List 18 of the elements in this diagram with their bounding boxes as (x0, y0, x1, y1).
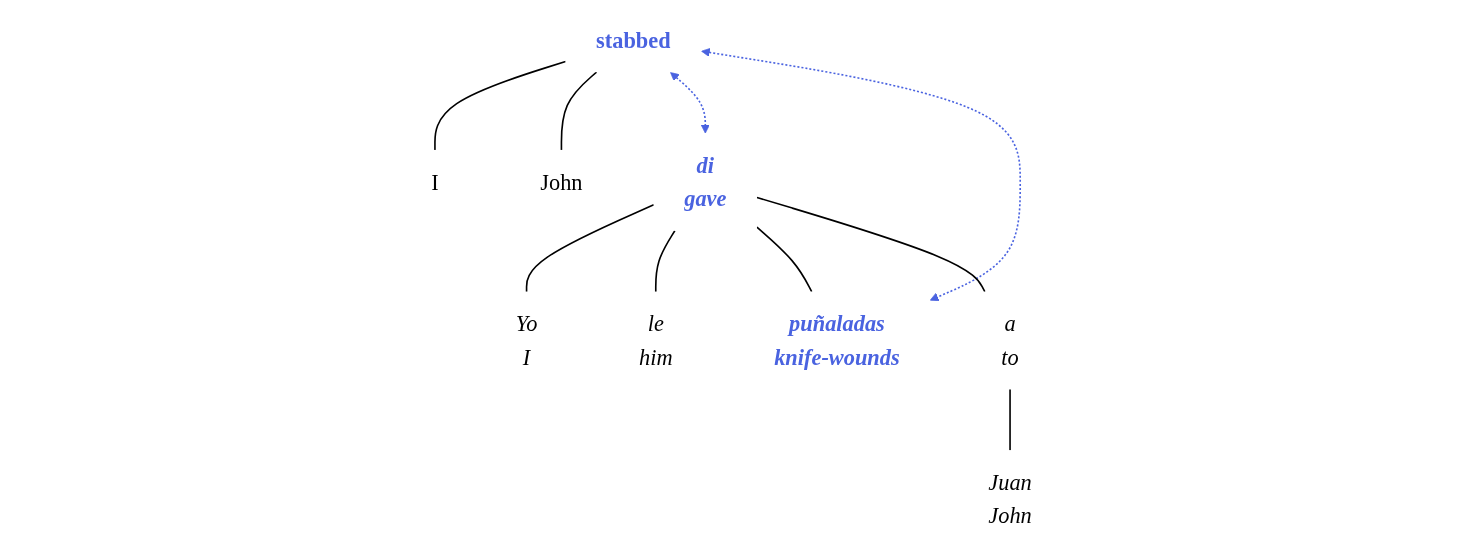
connector (434, 60, 567, 151)
node-text: John (540, 169, 583, 195)
node-text: Juan John (988, 469, 1032, 529)
connector (560, 71, 598, 151)
connector (1009, 388, 1011, 452)
arrow (701, 48, 1022, 302)
node-text: Yo I (515, 311, 538, 370)
node-text: I (431, 169, 439, 195)
connector (525, 204, 655, 293)
node-text: di gave (684, 152, 727, 212)
connector (756, 226, 813, 293)
node-text: stabbed (596, 27, 671, 53)
connector (654, 229, 676, 293)
node-text: a to (1001, 311, 1019, 370)
connector (756, 196, 986, 293)
node-text: le him (639, 311, 673, 370)
arrow (670, 72, 710, 134)
node-text: puñaladas knife-wounds (774, 311, 900, 370)
